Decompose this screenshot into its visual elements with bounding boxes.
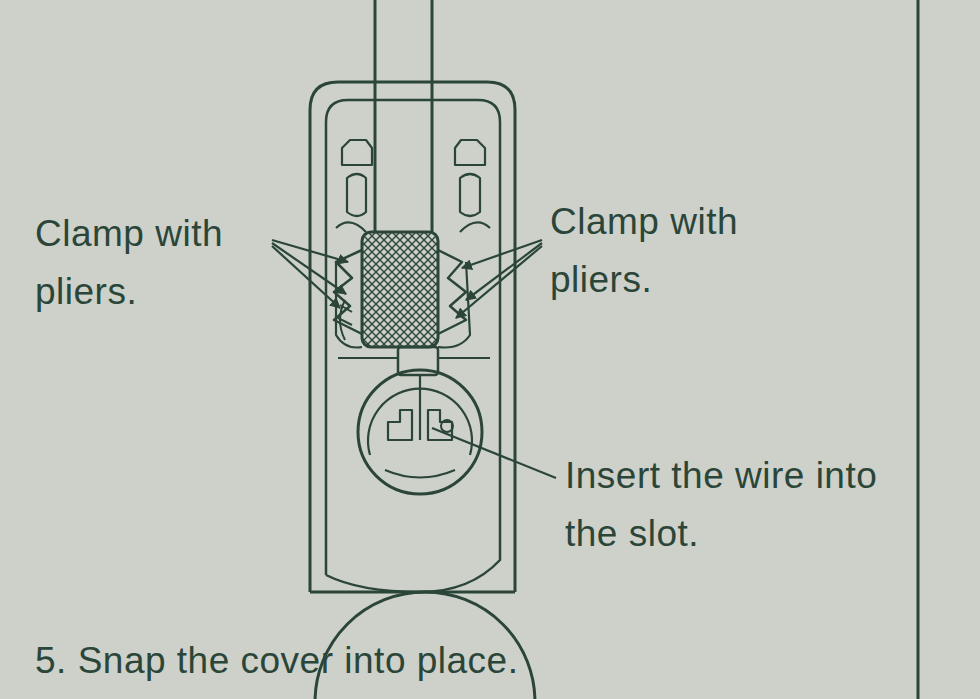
left-clamp — [334, 250, 362, 334]
callout-label: Clamp with pliers. — [550, 193, 815, 309]
step-instruction: 5. Snap the cover into place. — [35, 632, 895, 690]
leader-lines — [272, 240, 556, 478]
callout-label: Clamp with pliers. — [35, 205, 270, 321]
callout-label: Insert the wire into the slot. — [565, 447, 885, 563]
plug-body — [310, 82, 515, 592]
crimp-sleeve — [362, 232, 438, 347]
terminal-ring — [358, 370, 482, 494]
page-rule — [917, 0, 920, 699]
cable — [374, 0, 377, 232]
plug-inner-wall — [326, 100, 500, 592]
right-clamp — [438, 250, 466, 334]
screw-block — [342, 140, 485, 165]
